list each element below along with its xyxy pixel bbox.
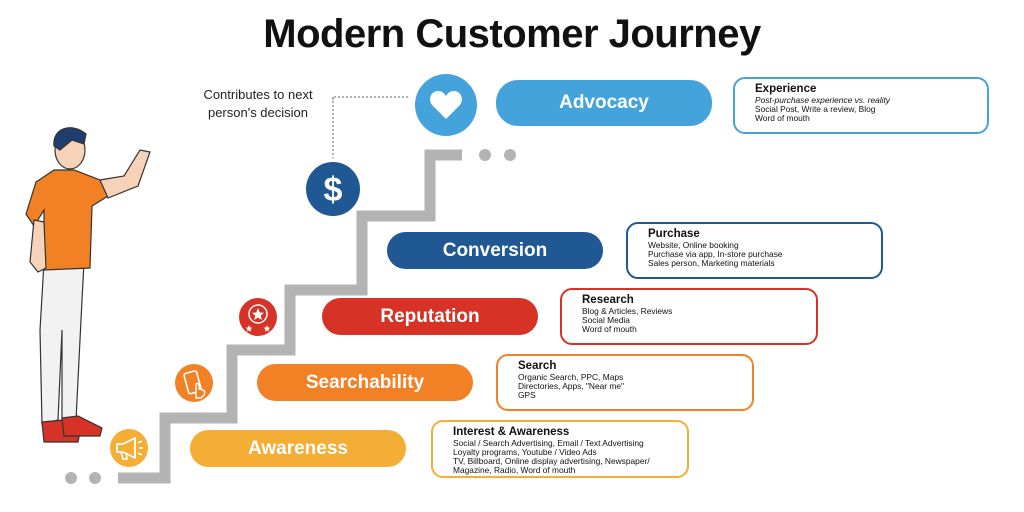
detail-heading: Experience [755, 83, 817, 95]
detail-line: TV, Billboard, Online display advertisin… [453, 456, 650, 466]
svg-text:$: $ [324, 171, 343, 209]
detail-line: Sales person, Marketing materials [648, 258, 775, 268]
stage-reputation: Reputation [322, 298, 538, 335]
note-connector [332, 96, 408, 100]
detail-line: Social Post, Write a review, Blog [755, 104, 876, 114]
detail-line: Magazine, Radio, Word of mouth [453, 465, 576, 475]
detail-box-searchability: Search Organic Search, PPC, Maps Directo… [496, 354, 754, 411]
heart-icon [415, 74, 477, 136]
phone-tap-icon [175, 364, 213, 402]
detail-line: Word of mouth [755, 113, 810, 123]
dot [479, 149, 491, 161]
detail-line: Loyalty programs, Youtube / Video Ads [453, 447, 597, 457]
detail-box-awareness: Interest & Awareness Social / Search Adv… [431, 420, 689, 478]
staircase-path [118, 149, 462, 484]
dot [89, 472, 101, 484]
stage-conversion: Conversion [387, 232, 603, 269]
detail-heading: Research [582, 294, 634, 306]
detail-heading: Interest & Awareness [453, 426, 570, 438]
detail-line: GPS [518, 390, 536, 400]
person-illustration [25, 127, 151, 443]
dot [65, 472, 77, 484]
detail-box-conversion: Purchase Website, Online booking Purchas… [626, 222, 883, 279]
page-title: Modern Customer Journey [263, 12, 761, 56]
detail-box-reputation: Research Blog & Articles, Reviews Social… [560, 288, 818, 345]
decision-note: Contributes to next person's decision [188, 86, 328, 122]
detail-line: Social / Search Advertising, Email / Tex… [453, 438, 644, 448]
detail-line: Purchase via app, In-store purchase [648, 249, 783, 259]
dollar-icon: $ [306, 162, 360, 216]
stage-searchability: Searchability [257, 364, 473, 401]
stage-advocacy: Advocacy [496, 80, 712, 126]
dot [504, 149, 516, 161]
detail-line: Directories, Apps, "Near me" [518, 381, 625, 391]
note-line: person's decision [207, 105, 309, 120]
detail-heading: Purchase [648, 228, 700, 240]
detail-line: Website, Online booking [648, 240, 739, 250]
megaphone-icon [110, 429, 148, 467]
detail-box-advocacy: Experience Post-purchase experience vs. … [733, 77, 989, 134]
detail-line: Post-purchase experience vs. reality [755, 95, 890, 105]
note-line: Contributes to next [203, 87, 313, 102]
detail-line: Organic Search, PPC, Maps [518, 372, 624, 382]
detail-heading: Search [518, 360, 557, 372]
detail-line: Word of mouth [582, 324, 637, 334]
detail-line: Social Media [582, 315, 630, 325]
detail-line: Blog & Articles, Reviews [582, 306, 673, 316]
rating-stars-icon [239, 298, 277, 336]
stage-awareness: Awareness [190, 430, 406, 467]
